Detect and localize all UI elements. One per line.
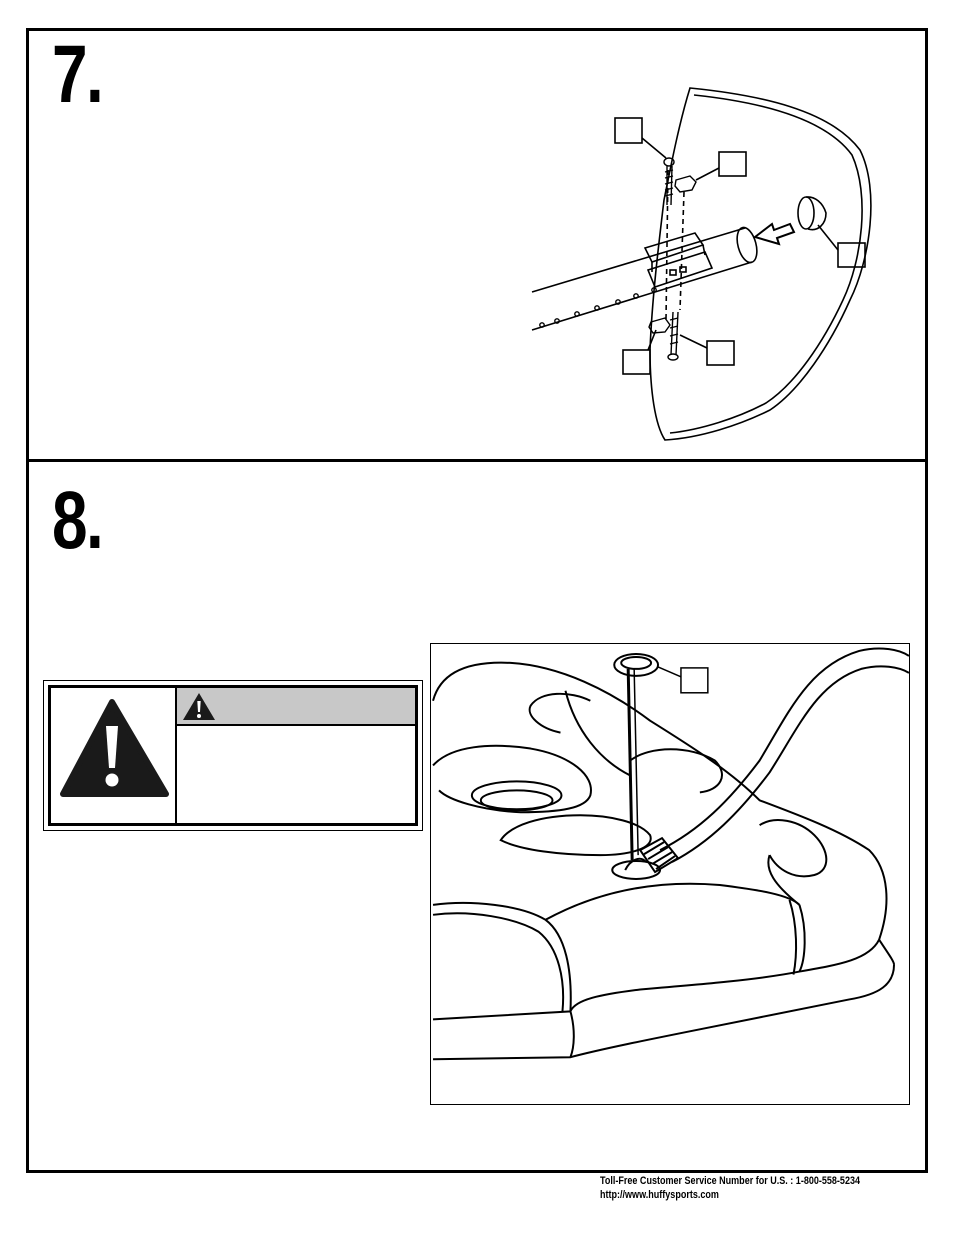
nut-top (674, 175, 697, 193)
label-box-5 (622, 349, 651, 375)
fill-cap (613, 652, 660, 677)
label-box-6 (680, 667, 709, 694)
warning-box (43, 680, 423, 831)
hose-nozzle (638, 836, 680, 874)
label-box-2 (718, 151, 747, 177)
label-box-3 (837, 242, 866, 268)
pole-top-edge (531, 227, 746, 293)
insert-arrow (752, 222, 796, 246)
footer: Toll-Free Customer Service Number for U.… (600, 1174, 860, 1202)
warning-small-icon (183, 693, 215, 720)
step-7-illustration (531, 87, 872, 441)
section-divider (26, 459, 928, 462)
pole-holes (539, 287, 657, 328)
page-border (26, 28, 928, 1173)
pole-bottom-edge (531, 261, 753, 331)
step-8-illustration (430, 643, 910, 1105)
step-8-number: 8. (52, 475, 104, 566)
warning-header (177, 688, 415, 726)
water-stream (626, 668, 634, 861)
bolt-bottom (667, 311, 679, 361)
backboard-outline (649, 87, 872, 441)
step-7-number: 7. (52, 29, 104, 120)
customer-service-line: Toll-Free Customer Service Number for U.… (600, 1175, 861, 1187)
label-box-1 (614, 117, 643, 144)
hose (659, 647, 909, 851)
warning-triangle-icon (60, 699, 169, 797)
end-cap (797, 196, 827, 231)
base-lower-edge (433, 964, 896, 1061)
label-box-4 (706, 340, 735, 366)
nut-bottom (648, 317, 671, 334)
website-link[interactable]: http://www.huffysports.com (600, 1189, 719, 1201)
bolt-top (663, 157, 675, 206)
base-top-outline (432, 661, 888, 1021)
